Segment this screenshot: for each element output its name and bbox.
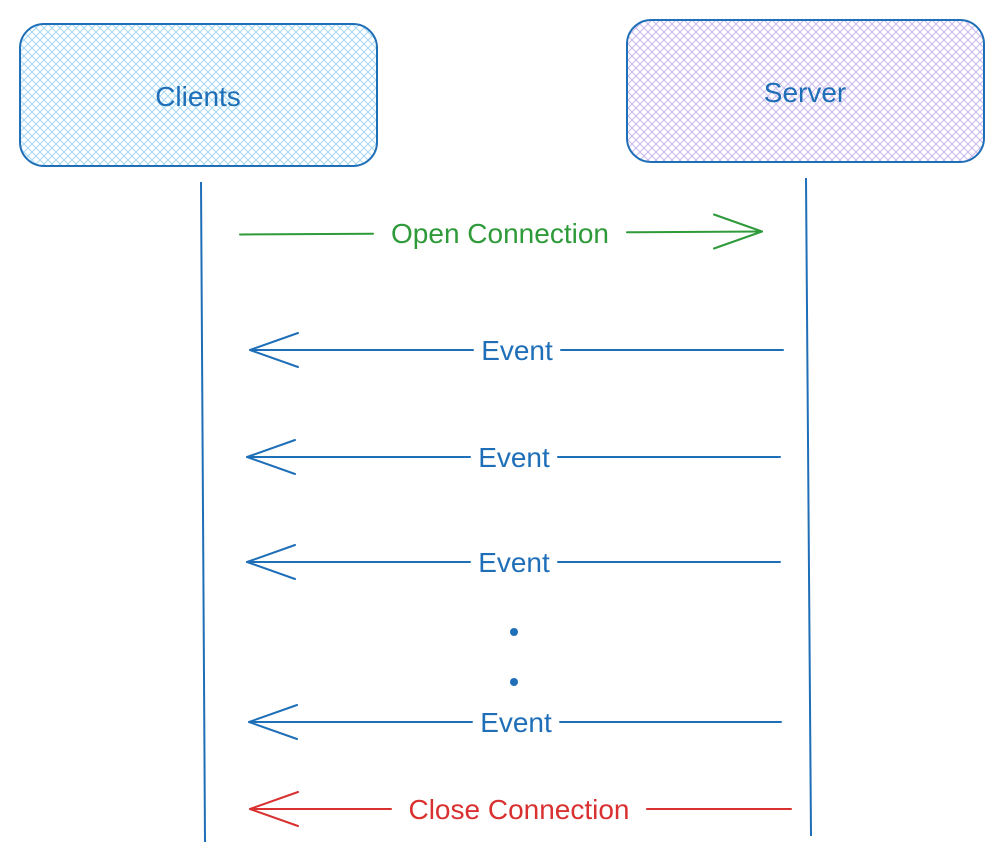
server-lifeline bbox=[805, 177, 812, 837]
arrow-head-icon bbox=[246, 544, 296, 580]
message-arrows: Open ConnectionEventEventEventEventClose… bbox=[239, 213, 792, 827]
continuation-dot bbox=[510, 678, 518, 686]
message-label: Event bbox=[478, 547, 550, 578]
server-actor-label: Server bbox=[764, 77, 846, 108]
client-lifeline bbox=[200, 181, 206, 843]
message-label: Event bbox=[478, 442, 550, 473]
message-label: Event bbox=[480, 707, 552, 738]
client-actor: Clients bbox=[19, 23, 378, 167]
message-6: Close Connection bbox=[249, 791, 792, 827]
message-label: Close Connection bbox=[408, 794, 629, 825]
client-actor-label: Clients bbox=[155, 81, 241, 112]
message-3: Event bbox=[246, 439, 781, 475]
message-1: Open Connection bbox=[239, 213, 763, 250]
arrow-head-icon bbox=[249, 332, 299, 368]
arrow-head-icon bbox=[249, 791, 299, 827]
message-label: Event bbox=[481, 335, 553, 366]
continuation-dot bbox=[510, 628, 518, 636]
arrow-head-icon bbox=[248, 704, 298, 740]
arrow-head-icon bbox=[713, 213, 763, 250]
message-4: Event bbox=[246, 544, 781, 580]
message-label: Open Connection bbox=[391, 218, 609, 249]
message-line bbox=[626, 230, 763, 234]
message-line bbox=[239, 232, 374, 236]
message-2: Event bbox=[249, 332, 784, 368]
arrow-head-icon bbox=[246, 439, 296, 475]
server-actor: Server bbox=[626, 19, 985, 163]
message-5: Event bbox=[248, 704, 782, 740]
